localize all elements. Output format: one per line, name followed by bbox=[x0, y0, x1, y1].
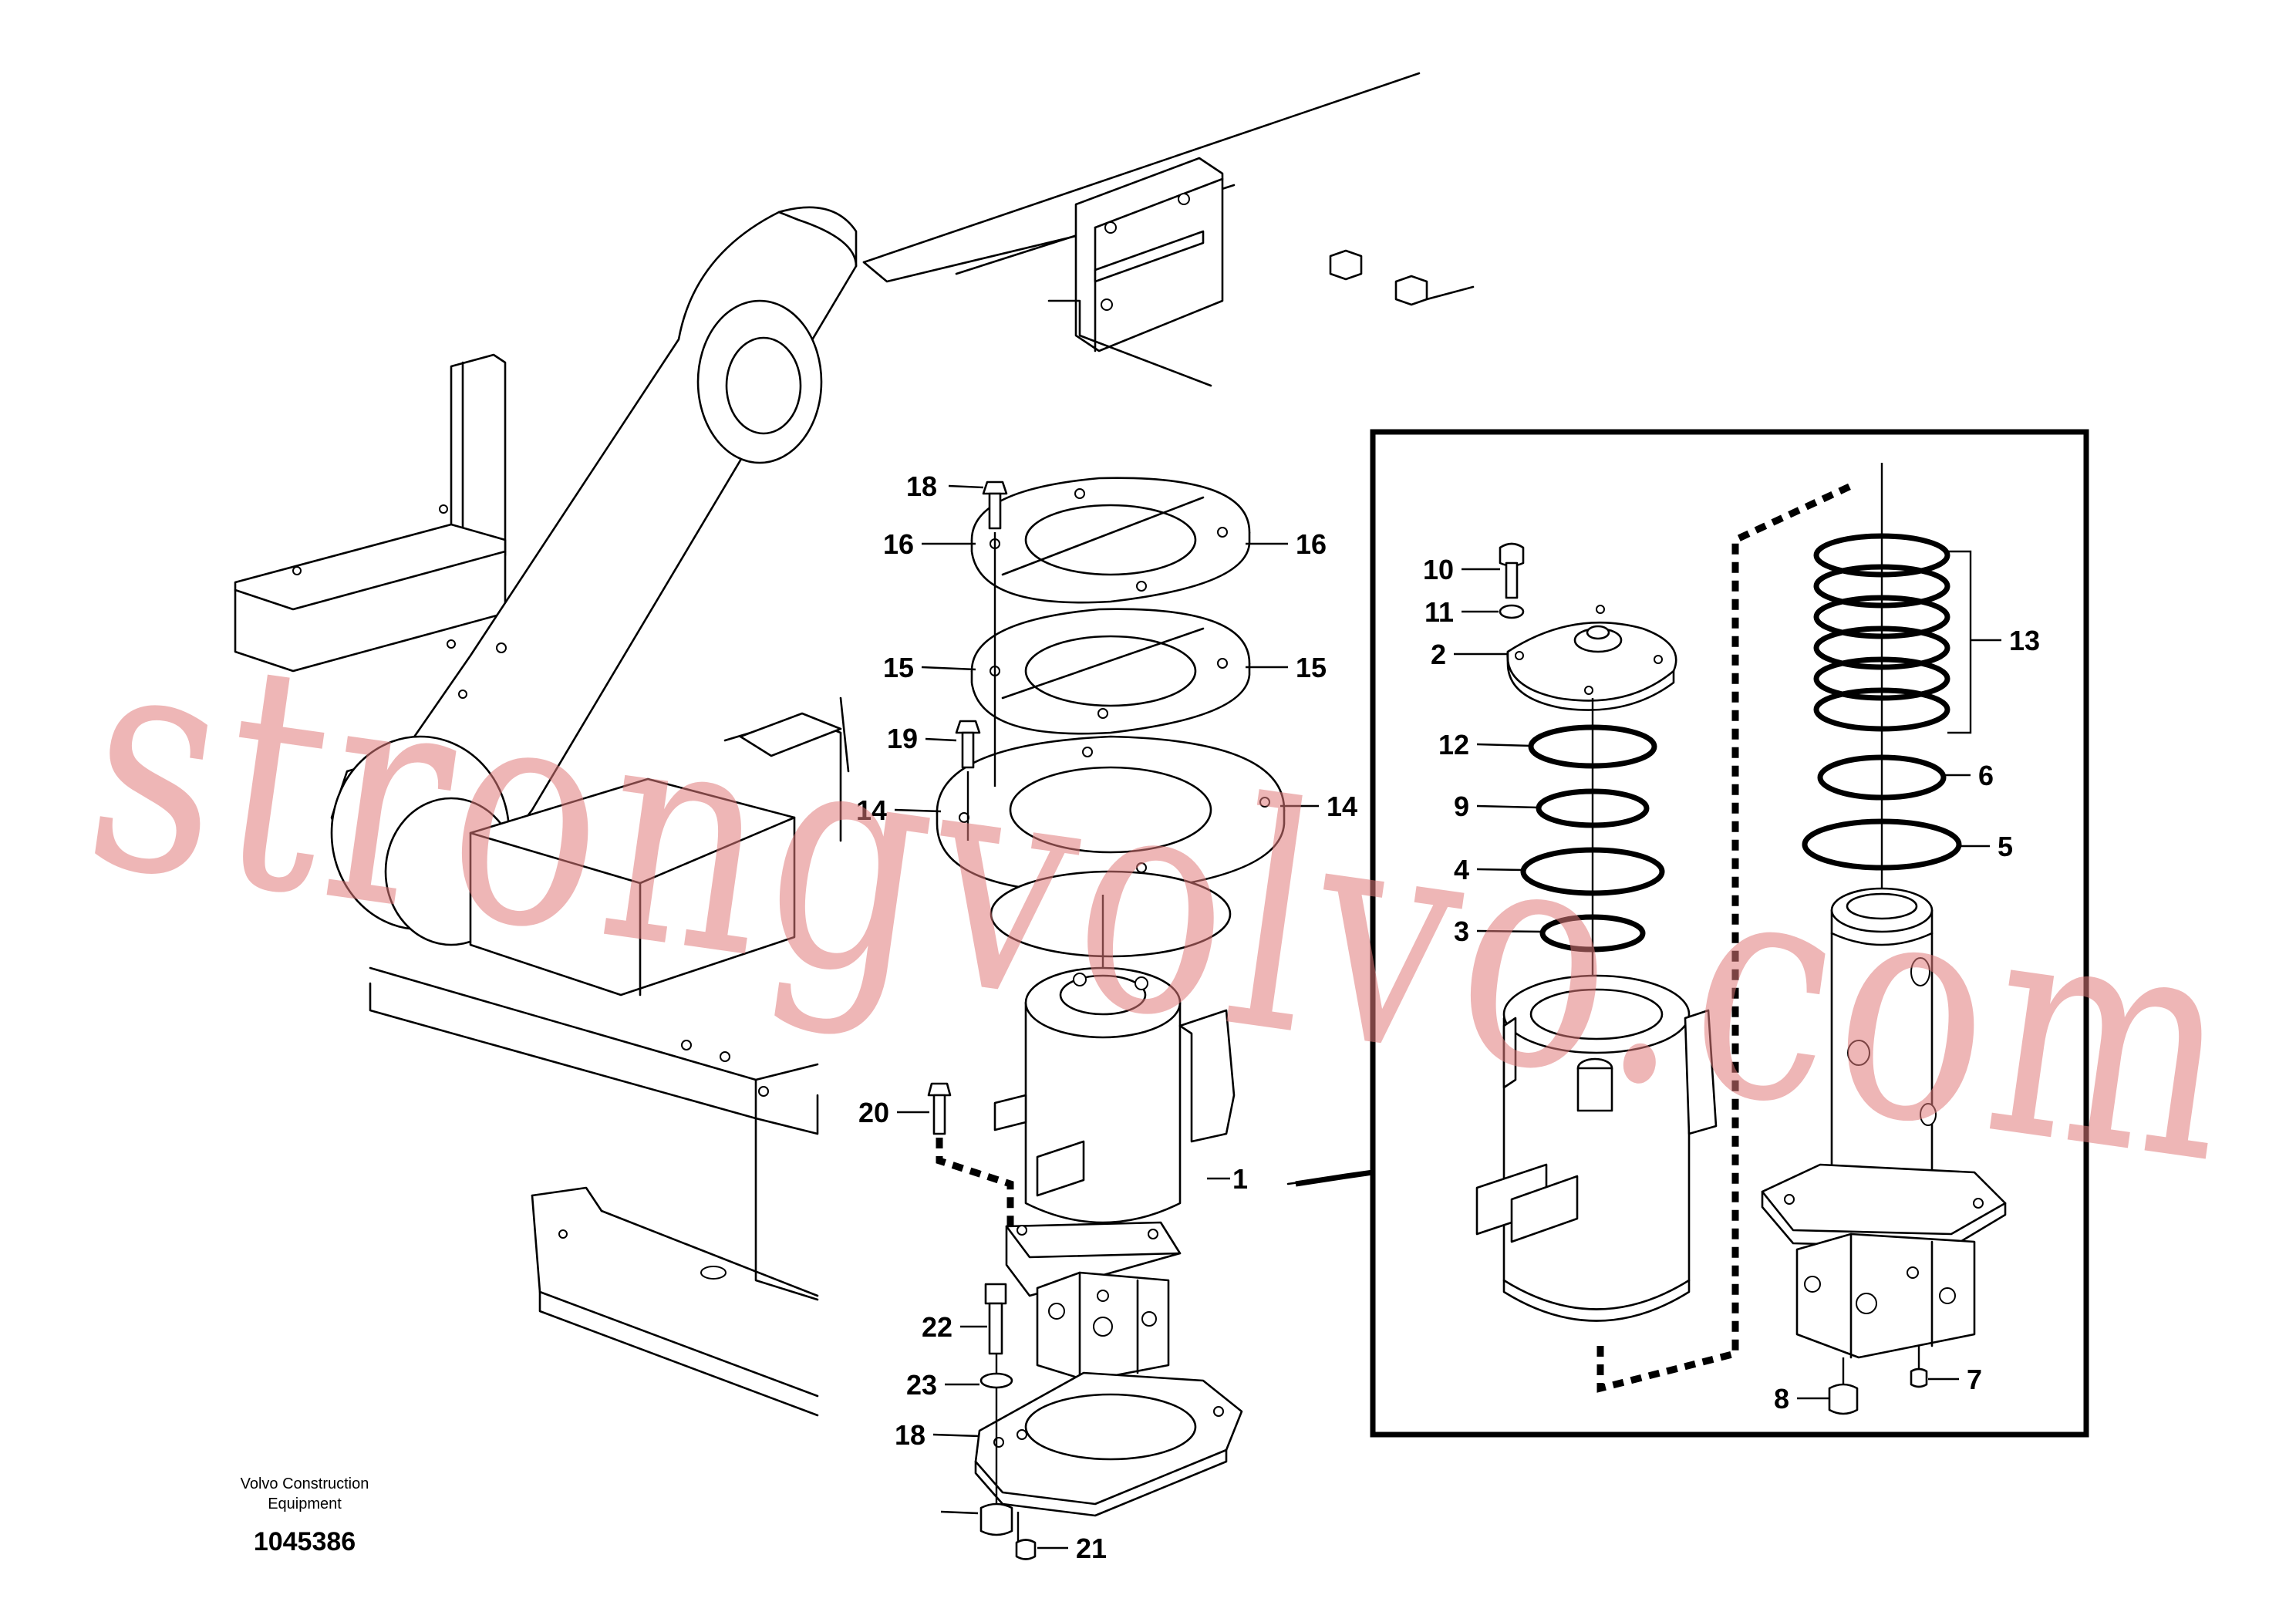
part-8-plug bbox=[1828, 1383, 1859, 1415]
callout-7: 7 bbox=[1967, 1364, 1982, 1395]
part-22-washer bbox=[979, 1372, 1013, 1389]
reference-number: 1045386 bbox=[254, 1527, 356, 1556]
callout-14-right: 14 bbox=[1327, 791, 1357, 822]
part-15-split-plate bbox=[970, 608, 1251, 735]
callout-13: 13 bbox=[2009, 625, 2040, 656]
callout-22: 23 bbox=[906, 1369, 937, 1401]
callout-3: 3 bbox=[1454, 916, 1469, 947]
part-14-mount-plate bbox=[936, 735, 1286, 895]
left-exploded-stack bbox=[927, 477, 1286, 1560]
maker-block: Volvo Construction Equipment 1045386 bbox=[241, 1475, 369, 1556]
callout-16-left: 16 bbox=[883, 528, 914, 560]
callout-leaders bbox=[894, 484, 1990, 1549]
callout-15-right: 15 bbox=[1296, 652, 1327, 683]
callout-6: 6 bbox=[1978, 760, 1994, 791]
part-20-plug bbox=[1015, 1539, 1037, 1560]
callout-20: 21 bbox=[1076, 1533, 1107, 1564]
callout-12: 12 bbox=[1438, 729, 1469, 760]
part-1-swivel-body bbox=[993, 966, 1236, 1382]
maker-line-2: Equipment bbox=[268, 1496, 342, 1512]
part-18-bolt-top bbox=[982, 481, 1008, 530]
callout-4: 4 bbox=[1454, 854, 1469, 885]
part-17-flange-plate bbox=[974, 1371, 1243, 1517]
rotor-shaft-detail bbox=[1761, 887, 2007, 1359]
part-21-bolt bbox=[984, 1283, 1007, 1355]
callout-21: 22 bbox=[922, 1311, 952, 1343]
part-18-bolt-mid bbox=[955, 720, 981, 769]
part-11-washer bbox=[1499, 604, 1525, 619]
callout-11: 11 bbox=[1424, 596, 1454, 628]
callout-10: 10 bbox=[1423, 554, 1454, 585]
part-10-bolt bbox=[1499, 542, 1525, 599]
callout-9: 9 bbox=[1454, 791, 1469, 822]
callout-8: 8 bbox=[1774, 1383, 1789, 1415]
callout-2: 2 bbox=[1431, 639, 1446, 670]
callout-1: 1 bbox=[1232, 1163, 1248, 1195]
maker-line-1: Volvo Construction bbox=[241, 1475, 369, 1492]
callout-17: 18 bbox=[895, 1419, 925, 1451]
chassis-frame bbox=[234, 72, 1475, 1417]
callout-15-left: 15 bbox=[883, 652, 914, 683]
part-19-bolt bbox=[927, 1082, 952, 1135]
callout-18-top: 18 bbox=[906, 470, 937, 502]
part-7-plug bbox=[1910, 1367, 1928, 1388]
part-2-cover bbox=[1506, 605, 1677, 711]
detail-inset bbox=[1286, 429, 2089, 1438]
part-23-nut bbox=[979, 1502, 1013, 1536]
callout-14-left: 14 bbox=[856, 794, 887, 826]
callout-19: 20 bbox=[858, 1097, 889, 1128]
callout-labels: 18 16 16 15 15 19 14 14 1 20 22 23 18 21… bbox=[856, 470, 2040, 1564]
callout-18-mid: 19 bbox=[887, 723, 918, 754]
callout-16-right: 16 bbox=[1296, 528, 1327, 560]
housing-detail bbox=[1475, 974, 1718, 1322]
callout-5: 5 bbox=[1998, 831, 2013, 862]
part-16-split-plate bbox=[970, 477, 1251, 604]
